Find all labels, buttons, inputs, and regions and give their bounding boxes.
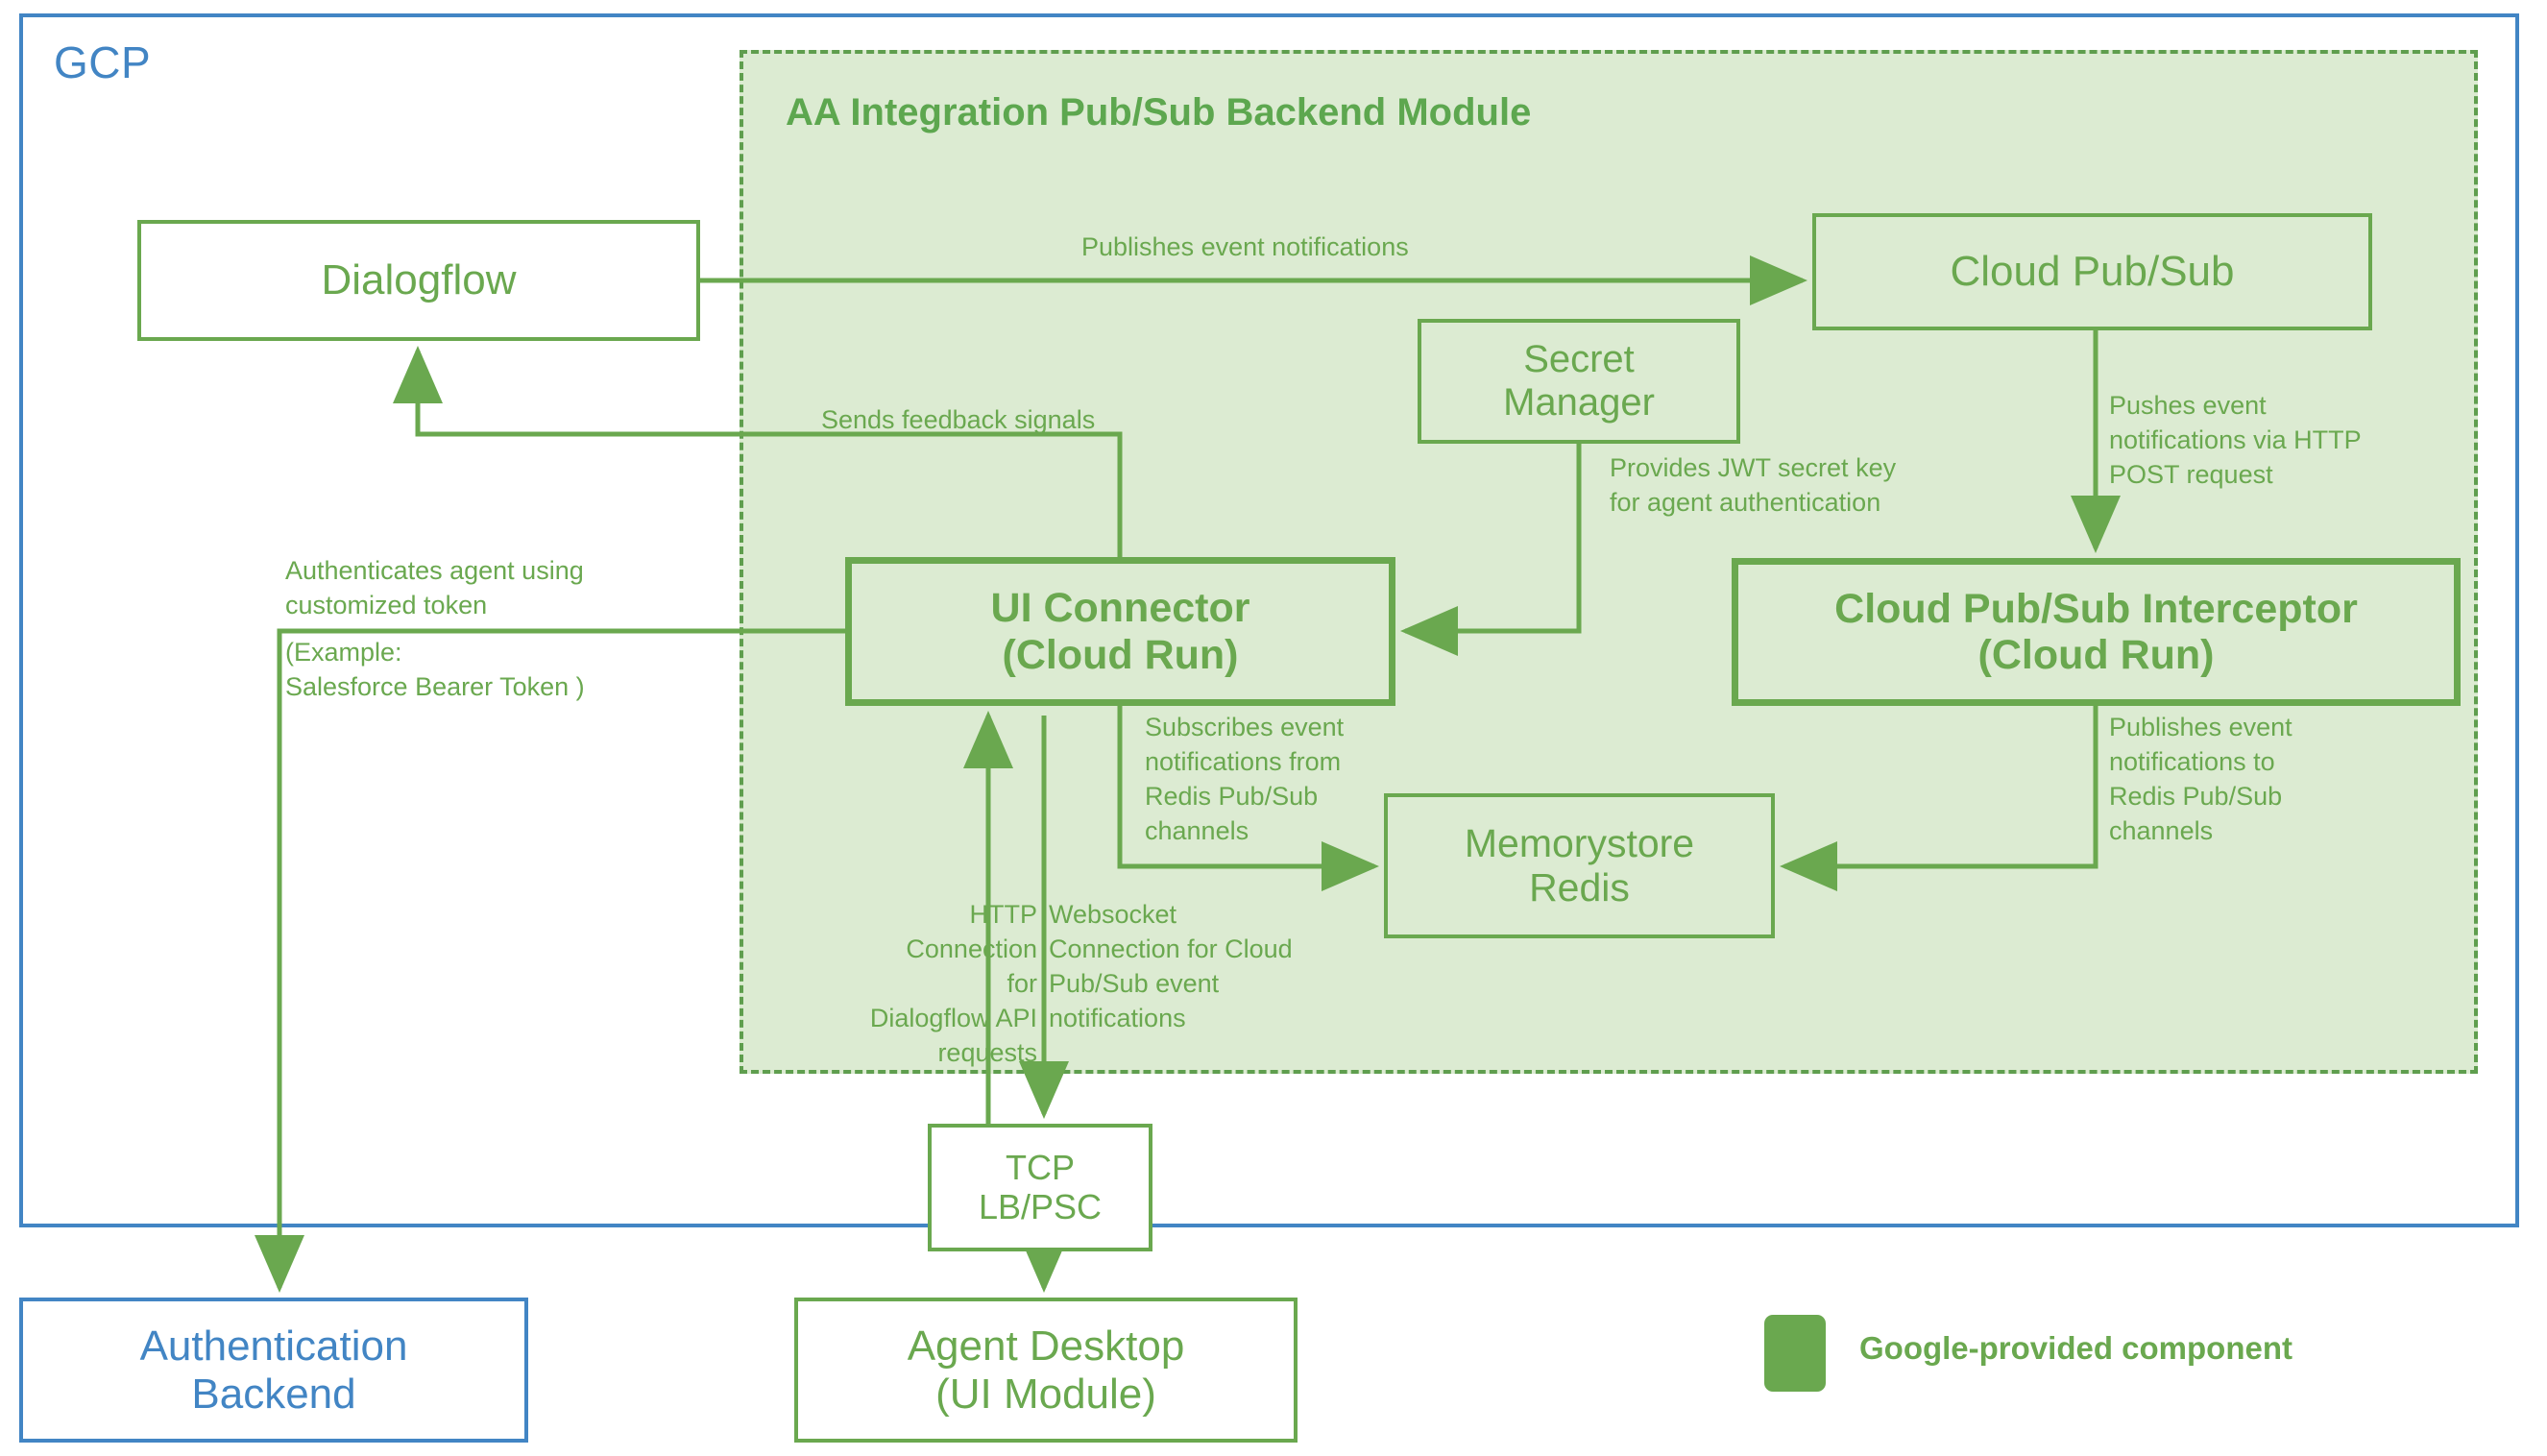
- gcp-boundary: [19, 13, 2519, 1227]
- node-memorystore-redis[interactable]: Memorystore Redis: [1384, 793, 1775, 938]
- module-title: AA Integration Pub/Sub Backend Module: [786, 91, 1532, 133]
- node-agent-desktop[interactable]: Agent Desktop (UI Module): [794, 1298, 1298, 1443]
- node-ui-connector[interactable]: UI Connector (Cloud Run): [845, 557, 1395, 706]
- edge-label-pushes-event-notifications: Pushes event notifications via HTTP POST…: [2109, 391, 2362, 489]
- legend-label-google-component: Google-provided component: [1859, 1330, 2292, 1366]
- edge-label-publishes-to-redis: Publishes event notifications to Redis P…: [2109, 713, 2292, 845]
- edge-label-subscribes-event-notifications: Subscribes event notifications from Redi…: [1145, 713, 1345, 845]
- node-cloud-pubsub[interactable]: Cloud Pub/Sub: [1812, 213, 2372, 330]
- edge-label-authenticates-agent-example: (Example: Salesforce Bearer Token ): [285, 638, 585, 701]
- edge-label-websocket-connection: Websocket Connection for Cloud Pub/Sub e…: [1049, 900, 1293, 1032]
- node-authentication-backend[interactable]: Authentication Backend: [19, 1298, 528, 1443]
- edge-label-provides-jwt-secret-key: Provides JWT secret key for agent authen…: [1610, 453, 1897, 517]
- edge-label-sends-feedback-signals: Sends feedback signals: [821, 405, 1096, 434]
- edge-label-http-connection: HTTP Connection for Dialogflow API reque…: [869, 900, 1037, 1067]
- node-cloud-pubsub-interceptor[interactable]: Cloud Pub/Sub Interceptor (Cloud Run): [1732, 558, 2461, 706]
- node-dialogflow[interactable]: Dialogflow: [137, 220, 700, 341]
- legend-swatch-google-component: [1764, 1315, 1826, 1392]
- node-secret-manager[interactable]: Secret Manager: [1418, 319, 1740, 444]
- edge-label-authenticates-agent: Authenticates agent using customized tok…: [285, 556, 584, 619]
- node-tcp-lb-psc[interactable]: TCP LB/PSC: [928, 1124, 1152, 1251]
- edge-label-publishes-event-notifications: Publishes event notifications: [1081, 232, 1409, 261]
- gcp-label: GCP: [54, 37, 152, 87]
